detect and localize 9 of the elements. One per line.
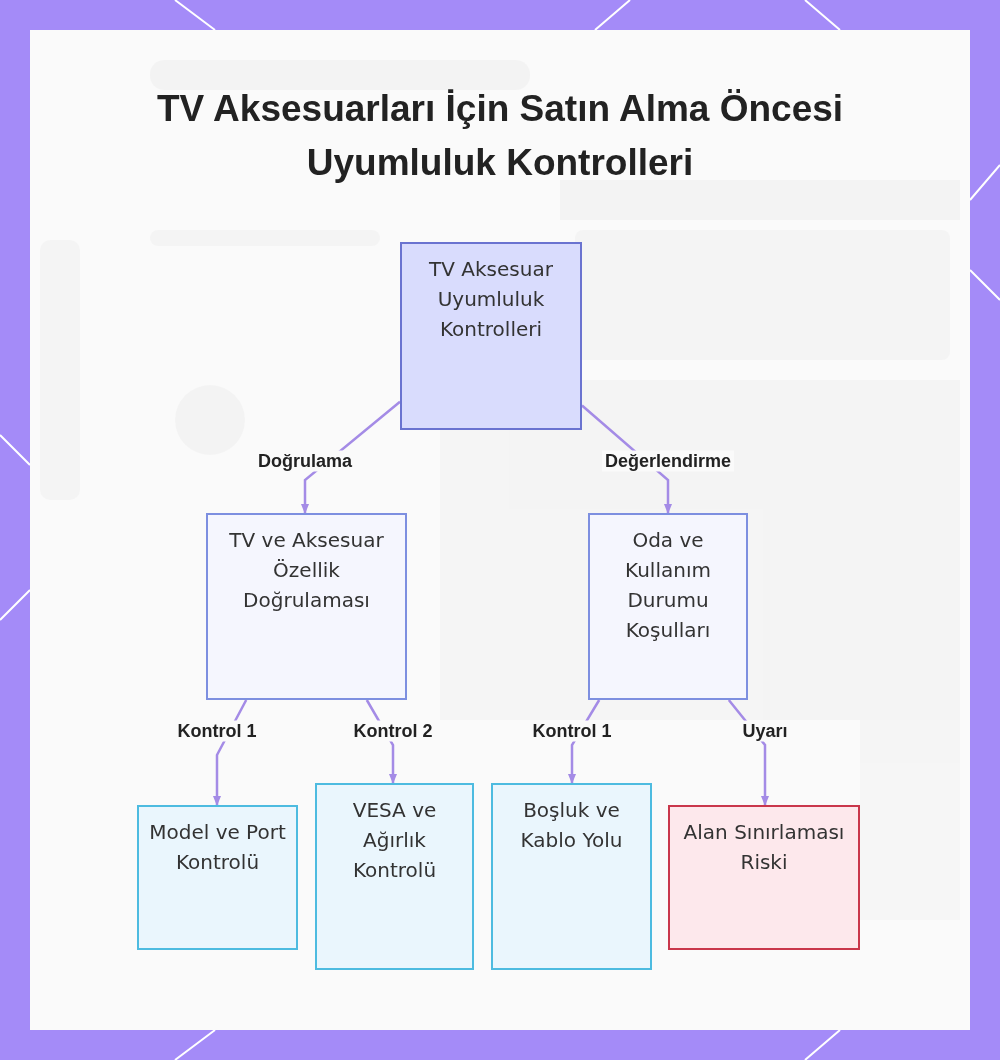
edge-label: Değerlendirme xyxy=(602,450,734,472)
diagram-title: TV Aksesuarları İçin Satın Alma Öncesi Uyumluluk Kontrolleri xyxy=(155,87,845,185)
check-box: Boşluk ve Kablo Yolu xyxy=(491,783,652,970)
root-box: TV Aksesuar Uyumluluk Kontrolleri xyxy=(400,242,582,430)
warning-box: Alan Sınırlaması Riski xyxy=(668,805,860,950)
check-box: VESA ve Ağırlık Kontrolü xyxy=(315,783,474,970)
category-box: Oda ve Kullanım Durumu Koşulları xyxy=(588,513,748,700)
category-box: TV ve Aksesuar Özellik Doğrulaması xyxy=(206,513,407,700)
check-box: Model ve Port Kontrolü xyxy=(137,805,298,950)
